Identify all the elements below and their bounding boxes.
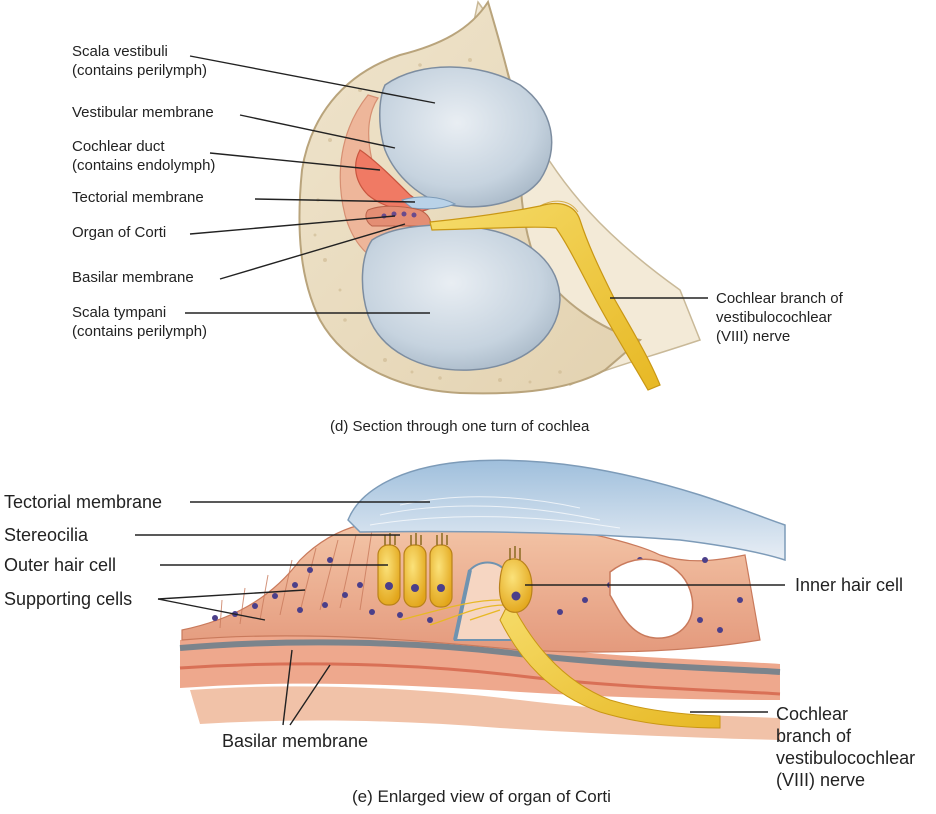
leader-lines-e: [135, 501, 785, 726]
inner-sulcus: [609, 558, 694, 639]
lower-tissue: [190, 686, 780, 740]
label-scala-vestibuli: Scala vestibuli (contains perilymph): [72, 43, 208, 79]
label-organ-of-corti: Organ of Corti: [72, 224, 167, 241]
organ-of-corti-drawing: [179, 459, 786, 740]
label-cochlear-branch-d: Cochlear branch of vestibulocochlear (VI…: [716, 290, 843, 345]
label-outer-hair-cell: Outer hair cell: [4, 555, 117, 575]
basilar-membrane-layer: [180, 633, 780, 700]
label-tectorial-membrane-e: Tectorial membrane: [4, 492, 163, 512]
label-supporting-cells: Supporting cells: [4, 589, 133, 609]
label-cochlear-branch-e: Cochlear branch of vestibulocochlear (VI…: [776, 704, 916, 790]
stereocilia-drawing: [384, 533, 521, 560]
leader-lines-d: [185, 55, 708, 314]
cell-nuclei: [212, 557, 743, 633]
cochlea-section-drawing: [298, 0, 701, 395]
label-cochlear-duct: Cochlear duct (contains endolymph): [72, 138, 216, 174]
caption-d: (d) Section through one turn of cochlea: [330, 418, 590, 435]
label-basilar-membrane-d: Basilar membrane: [72, 269, 194, 286]
inner-hair-cell: [498, 558, 533, 613]
label-scala-tympani: Scala tympani (contains perilymph): [72, 304, 208, 340]
outer-hair-cells: [377, 544, 453, 608]
scala-tympani: [361, 224, 561, 371]
label-inner-hair-cell: Inner hair cell: [795, 575, 904, 595]
label-basilar-membrane-e: Basilar membrane: [222, 731, 369, 751]
label-vestibular-membrane: Vestibular membrane: [72, 104, 214, 121]
label-tectorial-membrane-d: Tectorial membrane: [72, 189, 204, 206]
cochlear-nerve-d: [429, 202, 661, 391]
tectorial-membrane-large: [347, 459, 786, 562]
tectorial-membrane-small: [400, 196, 457, 210]
cochlear-nerve-e: [499, 598, 721, 729]
caption-e: (e) Enlarged view of organ of Corti: [352, 787, 611, 806]
bone-texture: [313, 58, 562, 384]
scala-vestibuli: [379, 66, 553, 208]
label-stereocilia: Stereocilia: [4, 525, 89, 545]
